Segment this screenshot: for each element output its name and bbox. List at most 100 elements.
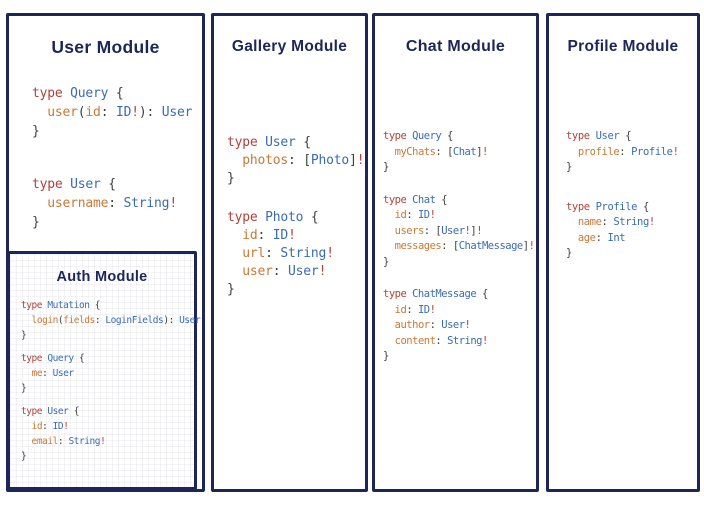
code-token-pu: } bbox=[227, 171, 235, 186]
code-token-pu: : bbox=[265, 246, 281, 261]
code-token-tn: Photo bbox=[265, 210, 311, 225]
code-line: type Chat { bbox=[383, 193, 536, 209]
code-block: type User { username: String!} bbox=[32, 175, 202, 232]
code-token-pu: ( bbox=[77, 105, 86, 120]
code-token-pu bbox=[383, 335, 395, 347]
code-token-pu: : bbox=[42, 421, 53, 432]
code-line: } bbox=[566, 160, 697, 176]
code-token-tn: User bbox=[70, 177, 109, 192]
code-line: login(fields: LoginFields): User bbox=[21, 313, 201, 328]
code-token-pu bbox=[32, 105, 47, 120]
code-token-tn: String bbox=[447, 334, 483, 347]
code-token-pu: } bbox=[21, 383, 27, 394]
code-block: type Chat { id: ID! users: [User!]! mess… bbox=[383, 193, 536, 271]
code-token-bg: ! bbox=[131, 105, 139, 120]
code-token-pu: : bbox=[406, 209, 418, 221]
code-token-fd: login bbox=[31, 315, 59, 326]
code-line: messages: [ChatMessage]! bbox=[383, 239, 536, 255]
code-line: url: String! bbox=[227, 245, 365, 263]
code-token-fd: user bbox=[242, 264, 273, 279]
code-token-tn: User bbox=[441, 319, 465, 331]
code-block: type Query { me: User} bbox=[21, 351, 194, 396]
code-line: content: String! bbox=[383, 334, 536, 350]
code-token-pu: : bbox=[108, 196, 124, 211]
code-token-bg: ! bbox=[482, 145, 488, 158]
code-token-kw: type bbox=[566, 130, 596, 142]
code-token-pu: { bbox=[310, 210, 319, 225]
code-token-pu bbox=[21, 421, 32, 432]
code-token-kw: type bbox=[227, 135, 266, 150]
code-token-bg: ! bbox=[356, 153, 365, 168]
gallery-module-title: Gallery Module bbox=[231, 38, 348, 55]
panel-gallery-module: Gallery Module type User { photos: [Phot… bbox=[211, 13, 368, 492]
code-token-pu: { bbox=[481, 288, 488, 300]
code-token-pu bbox=[383, 240, 395, 252]
code-token-kw: type bbox=[227, 210, 266, 225]
code-token-pu: ): bbox=[138, 105, 162, 120]
code-block: type Query { myChats: [Chat]!} bbox=[383, 129, 536, 176]
code-block: type ChatMessage { id: ID! author: User!… bbox=[383, 287, 536, 365]
code-line: id: ID! bbox=[21, 419, 194, 434]
code-token-pu: { bbox=[642, 200, 649, 213]
code-token-pu: ( bbox=[57, 315, 64, 326]
code-token-tn: User bbox=[441, 224, 465, 237]
code-token-pu bbox=[21, 436, 32, 447]
code-token-fd: author bbox=[394, 319, 430, 331]
code-line: photos: [Photo]! bbox=[227, 152, 365, 170]
user-module-title: User Module bbox=[51, 37, 160, 57]
code-token-tn: User bbox=[47, 406, 74, 417]
code-token-tn: Query bbox=[47, 353, 79, 364]
code-line: age: Int bbox=[566, 231, 697, 247]
code-token-bg: ! bbox=[464, 224, 471, 237]
code-token-fd: messages bbox=[394, 240, 442, 252]
code-line: } bbox=[21, 328, 194, 343]
code-token-fd: photos bbox=[242, 153, 289, 168]
code-token-pu bbox=[227, 264, 242, 279]
code-token-fd: profile bbox=[577, 145, 620, 158]
code-token-bg: ! bbox=[100, 436, 106, 447]
code-line: } bbox=[227, 281, 365, 299]
code-token-pu: { bbox=[441, 193, 448, 206]
code-line: id: ID! bbox=[227, 227, 365, 245]
code-token-pu: { bbox=[78, 353, 85, 364]
code-token-pu: : bbox=[595, 231, 608, 244]
code-token-pu: } bbox=[32, 124, 40, 139]
code-token-tn: ID bbox=[417, 209, 430, 221]
code-token-kw: type bbox=[21, 406, 48, 417]
code-token-pu: } bbox=[21, 451, 27, 462]
code-token-tn: ID bbox=[115, 105, 132, 120]
code-line: profile: Profile! bbox=[566, 145, 697, 161]
code-token-tn: String bbox=[280, 246, 327, 261]
code-token-pu: : bbox=[619, 145, 632, 158]
code-token-pu: ] bbox=[522, 240, 529, 252]
code-token-pu: } bbox=[227, 282, 235, 297]
code-token-pu: } bbox=[383, 255, 389, 268]
auth-module-code: type Mutation { login(fields: LoginField… bbox=[10, 298, 201, 464]
code-line: type ChatMessage { bbox=[383, 287, 536, 303]
code-token-pu: : bbox=[257, 228, 273, 243]
code-token-pu: : bbox=[272, 264, 289, 279]
code-line: users: [User!]! bbox=[383, 224, 536, 240]
code-token-tn: Chat bbox=[412, 193, 442, 206]
code-token-pu: } bbox=[566, 247, 572, 259]
profile-module-code: type User { profile: Profile!}type Profi… bbox=[549, 129, 697, 262]
code-token-kw: type bbox=[383, 288, 413, 300]
chat-module-title: Chat Module bbox=[405, 38, 506, 55]
code-token-fd: username bbox=[47, 196, 109, 211]
code-token-tn: Mutation bbox=[47, 300, 95, 311]
code-line: type Query { bbox=[32, 84, 202, 103]
code-token-bg: ! bbox=[476, 224, 483, 237]
code-token-bg: ! bbox=[169, 196, 177, 211]
code-token-pu: : bbox=[42, 368, 53, 379]
code-token-tn: ID bbox=[417, 303, 430, 316]
code-line: type User { bbox=[21, 404, 194, 419]
code-block: type User { id: ID! email: String!} bbox=[21, 404, 194, 464]
code-token-bg: ! bbox=[288, 228, 296, 243]
code-token-pu bbox=[383, 225, 395, 237]
code-token-tn: String bbox=[123, 196, 170, 211]
code-line: type User { bbox=[566, 129, 697, 145]
code-token-fd: name bbox=[577, 216, 602, 228]
code-line: email: String! bbox=[21, 434, 194, 449]
code-token-pu bbox=[383, 319, 395, 331]
code-token-tn: User bbox=[595, 130, 626, 142]
